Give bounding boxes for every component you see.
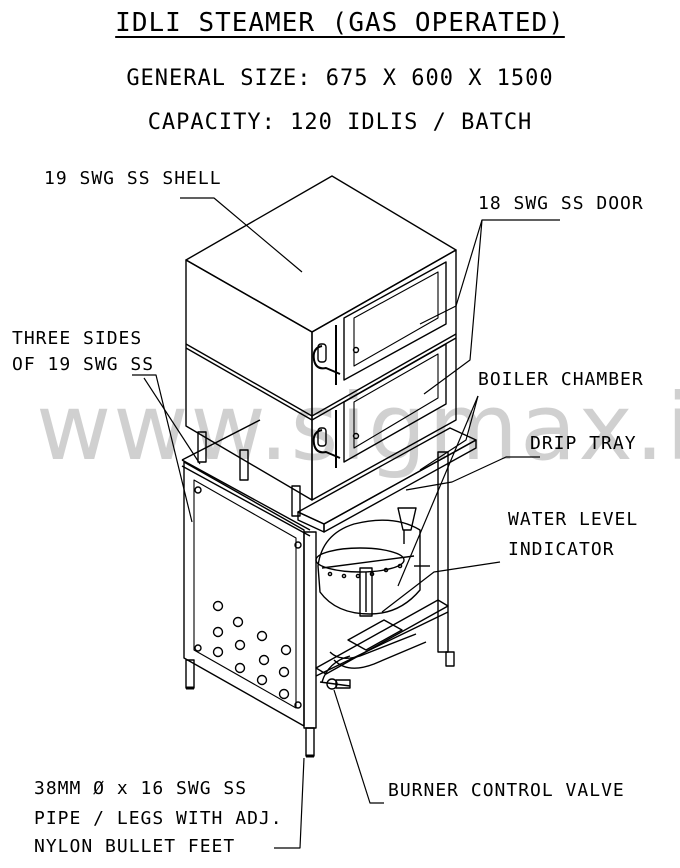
watermark: www.sigmax.in xyxy=(36,374,680,481)
general-size-text: GENERAL SIZE: 675 X 600 X 1500 xyxy=(126,66,554,91)
label-water-level-line1: WATER LEVEL xyxy=(508,509,639,530)
burner-assembly xyxy=(319,619,427,687)
label-legs-line1: 38MM Ø x 16 SWG SS xyxy=(34,778,248,799)
upper-door xyxy=(335,261,447,385)
vent-holes xyxy=(212,600,292,700)
label-door: 18 SWG SS DOOR xyxy=(478,193,644,214)
lower-door xyxy=(335,343,447,468)
label-water-level-line2: INDICATOR xyxy=(508,539,615,560)
burner-control-valve-icon xyxy=(326,678,351,690)
drip-tray xyxy=(297,427,477,533)
capacity-text: CAPACITY: 120 IDLIS / BATCH xyxy=(147,110,533,135)
lower-door-handle-icon xyxy=(312,427,341,459)
label-three-sides-line1: THREE SIDES xyxy=(12,328,143,349)
label-legs-line3: NYLON BULLET FEET xyxy=(34,836,236,857)
upper-door-handle-icon xyxy=(312,343,341,375)
label-burner-control-valve: BURNER CONTROL VALVE xyxy=(388,780,625,801)
label-legs-line2: PIPE / LEGS WITH ADJ. xyxy=(34,808,283,829)
label-drip-tray: DRIP TRAY xyxy=(530,433,637,454)
label-boiler-chamber: BOILER CHAMBER xyxy=(478,369,644,390)
diagram-title: IDLI STEAMER (GAS OPERATED) xyxy=(115,8,565,38)
label-three-sides-line2: OF 19 SWG SS xyxy=(12,354,155,375)
label-shell: 19 SWG SS SHELL xyxy=(44,168,222,189)
water-level-indicator xyxy=(359,565,430,617)
stand-frame xyxy=(181,419,455,758)
boiler-chamber xyxy=(315,507,421,615)
leader-lines xyxy=(132,197,560,849)
